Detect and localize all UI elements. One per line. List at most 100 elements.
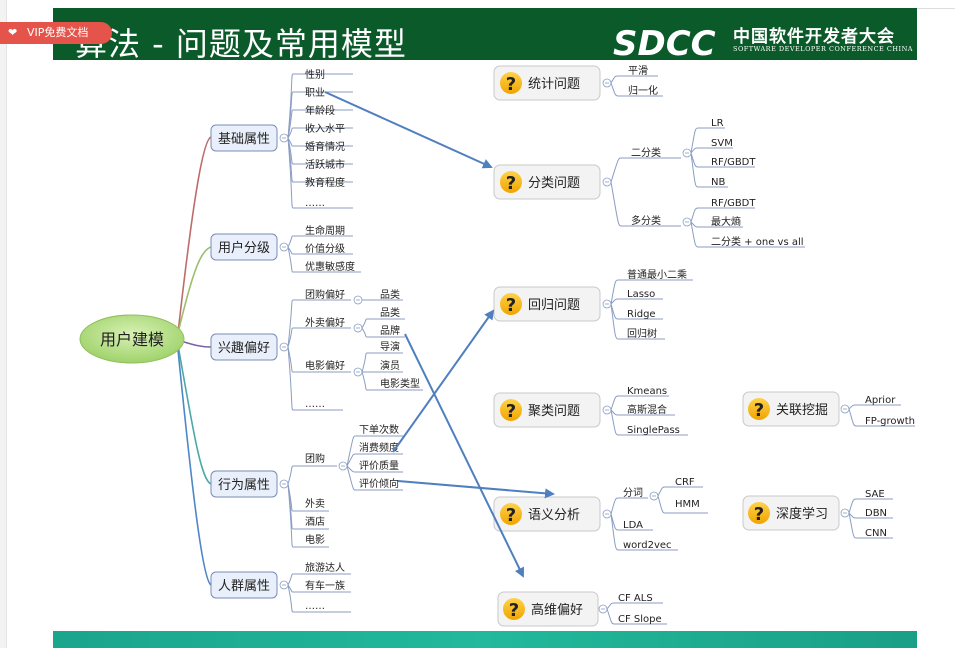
category-basic[interactable]: 基础属性 性别 职业 年龄段 收入水平 婚育情况 活跃城市 教育程度 …… [210,68,353,209]
stats-item: 归一化 [628,84,658,97]
branch-crowd [177,349,212,586]
question-mark-icon: ? [500,171,522,194]
collapse-minus-icon[interactable] [602,78,612,88]
collapse-minus-icon[interactable] [279,479,289,489]
slide: 算法 - 问题及常用模型 SDCC 中国软件开发者大会 SOFTWARE DEV… [53,0,917,648]
cluster-item: SinglePass [627,425,680,436]
collapse-minus-icon[interactable] [602,177,612,187]
problem-cluster-label: 聚类问题 [528,404,580,419]
classify-multi-item: 二分类 + one vs all [711,235,804,248]
classify-binary-item: LR [711,118,724,129]
behavior-groupbuy-item: 消费频度 [359,441,399,454]
collapse-minus-icon[interactable] [279,580,289,590]
regression-item: 普通最小二乘 [627,268,687,281]
sdcc-logo-en: SOFTWARE DEVELOPER CONFERENCE CHINA [733,45,913,53]
svg-text:?: ? [754,400,764,421]
cluster-item: Kmeans [627,386,667,397]
stats-item: 平滑 [628,65,648,77]
problem-assoc[interactable]: ? 关联挖掘 Aprior FP-growth [742,391,915,427]
problem-classify[interactable]: ? 分类问题 二分类 多分类 LR SVM RF/GBDT NB RF/GBDT… [493,118,805,248]
slide-title: 算法 - 问题及常用模型 [75,25,407,63]
segment-item: 价值分级 [305,242,345,255]
svg-text:?: ? [506,401,516,422]
basic-item: 收入水平 [305,122,345,135]
behavior-groupbuy: 团购 [305,452,325,465]
page-edge-rule [917,8,955,9]
assoc-item: Aprior [865,395,896,406]
regression-item: Ridge [627,309,656,320]
problem-stats[interactable]: ? 统计问题 平滑 归一化 [493,65,663,101]
question-mark-icon: ? [748,502,770,525]
semantic-seg-item: HMM [675,499,700,510]
collapse-minus-icon[interactable] [649,491,659,501]
crowd-item: 有车一族 [305,579,345,592]
collapse-minus-icon[interactable] [338,461,348,471]
collapse-minus-icon[interactable] [598,604,608,614]
root-node[interactable]: 用户建模 [79,314,185,364]
category-crowd-label: 人群属性 [218,579,270,594]
arrow-tendency-to-semantic [397,480,555,499]
heart-icon: ❤ [8,26,18,39]
problem-semantic-label: 语义分析 [528,508,580,523]
basic-item: 年龄段 [305,104,335,117]
sdcc-logo: SDCC [613,24,716,64]
basic-item: 活跃城市 [305,158,345,171]
crowd-item: …… [305,601,325,612]
problem-cluster[interactable]: ? 聚类问题 Kmeans 高斯混合 SinglePass [493,386,688,436]
collapse-minus-icon[interactable] [840,508,850,518]
behavior-other: 外卖 [305,498,325,510]
problem-assoc-label: 关联挖掘 [776,403,828,418]
root-label: 用户建模 [100,330,164,349]
arrow-frequency-to-regression [392,309,495,453]
interest-groupbuy-item: 品类 [380,288,400,301]
connector-arrows [324,91,555,578]
problem-highdim[interactable]: ? 高维偏好 CF ALS CF Slope [497,591,667,627]
crowd-item: 旅游达人 [305,561,345,574]
footer-bar [53,631,917,648]
regression-item: Lasso [627,289,655,300]
basic-item: 教育程度 [305,176,345,189]
collapse-minus-icon[interactable] [682,148,692,158]
svg-text:?: ? [506,295,516,316]
interest-movie-item: 电影类型 [380,377,420,390]
segment-item: 生命周期 [305,224,345,237]
problem-deep[interactable]: ? 深度学习 SAE DBN CNN [742,489,893,539]
collapse-minus-icon[interactable] [602,509,612,519]
category-behavior[interactable]: 行为属性 团购 外卖 酒店 电影 下单次数 消费频度 评价质量 评价倾向 [210,423,403,548]
deep-item: CNN [865,528,887,539]
category-crowd[interactable]: 人群属性 旅游达人 有车一族 …… [210,561,351,613]
collapse-minus-icon[interactable] [682,217,692,227]
vip-free-badge[interactable]: ❤ VIP免费文档 [0,22,112,44]
cluster-item: 高斯混合 [627,403,667,416]
deep-item: DBN [865,508,887,519]
branch-behavior [177,344,212,485]
collapse-minus-icon[interactable] [279,342,289,352]
collapse-minus-icon[interactable] [840,404,850,414]
collapse-minus-icon[interactable] [602,405,612,415]
svg-text:?: ? [754,504,764,525]
classify-multi: 多分类 [631,214,661,227]
svg-text:?: ? [509,600,519,621]
problem-semantic[interactable]: ? 语义分析 分词 LDA word2vec CRF HMM [493,477,708,551]
basic-item: 性别 [305,68,325,81]
collapse-minus-icon[interactable] [602,299,612,309]
classify-multi-item: 最大熵 [711,215,741,228]
scroll-gutter [0,0,7,648]
vip-badge-label: VIP免费文档 [27,26,89,39]
classify-multi-item: RF/GBDT [711,198,756,209]
collapse-minus-icon[interactable] [353,295,363,305]
deep-item: SAE [865,489,885,500]
collapse-minus-icon[interactable] [279,242,289,252]
regression-item: 回归树 [627,327,657,340]
behavior-other: 电影 [305,533,325,546]
problem-regression[interactable]: ? 回归问题 普通最小二乘 Lasso Ridge 回归树 [493,268,693,340]
collapse-minus-icon[interactable] [353,367,363,377]
category-interest[interactable]: 兴趣偏好 团购偏好 外卖偏好 电影偏好 …… 品类 品类 品牌 导演 演员 电 [210,288,423,411]
question-mark-icon: ? [503,598,525,621]
interest-more: …… [305,399,325,410]
category-segment[interactable]: 用户分级 生命周期 价值分级 优惠敏感度 [210,224,361,273]
collapse-minus-icon[interactable] [353,323,363,333]
segment-item: 优惠敏感度 [305,260,355,273]
collapse-minus-icon[interactable] [279,133,289,143]
category-basic-label: 基础属性 [218,132,270,147]
